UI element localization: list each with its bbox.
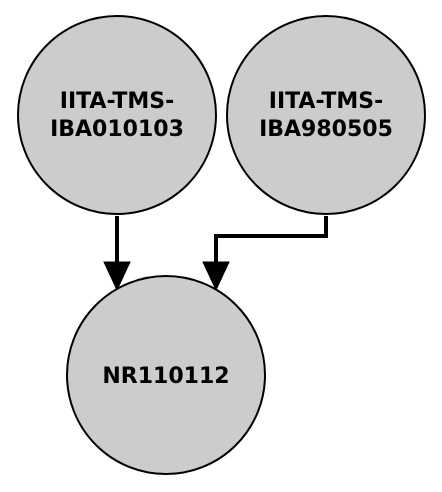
edge-parent-2-to-child bbox=[202, 216, 328, 292]
node-label-line-2: IBA980505 bbox=[259, 117, 393, 142]
node-label-line-2: IBA010103 bbox=[50, 117, 184, 142]
node-circle bbox=[66, 275, 266, 475]
node-parent-1[interactable]: IITA-TMS- IBA010103 bbox=[17, 15, 217, 215]
node-label-line-1: IITA-TMS- bbox=[60, 89, 174, 114]
arrowhead-icon bbox=[202, 261, 230, 292]
edge-line bbox=[214, 216, 328, 264]
node-label-line-1: IITA-TMS- bbox=[269, 89, 383, 114]
node-circle bbox=[226, 15, 426, 215]
node-label: NR110112 bbox=[102, 364, 229, 389]
node-circle bbox=[17, 15, 217, 215]
node-child[interactable]: NR110112 bbox=[66, 275, 266, 475]
arrowhead-icon bbox=[103, 261, 131, 292]
edge-parent-1-to-child bbox=[103, 216, 131, 292]
node-parent-2[interactable]: IITA-TMS- IBA980505 bbox=[226, 15, 426, 215]
